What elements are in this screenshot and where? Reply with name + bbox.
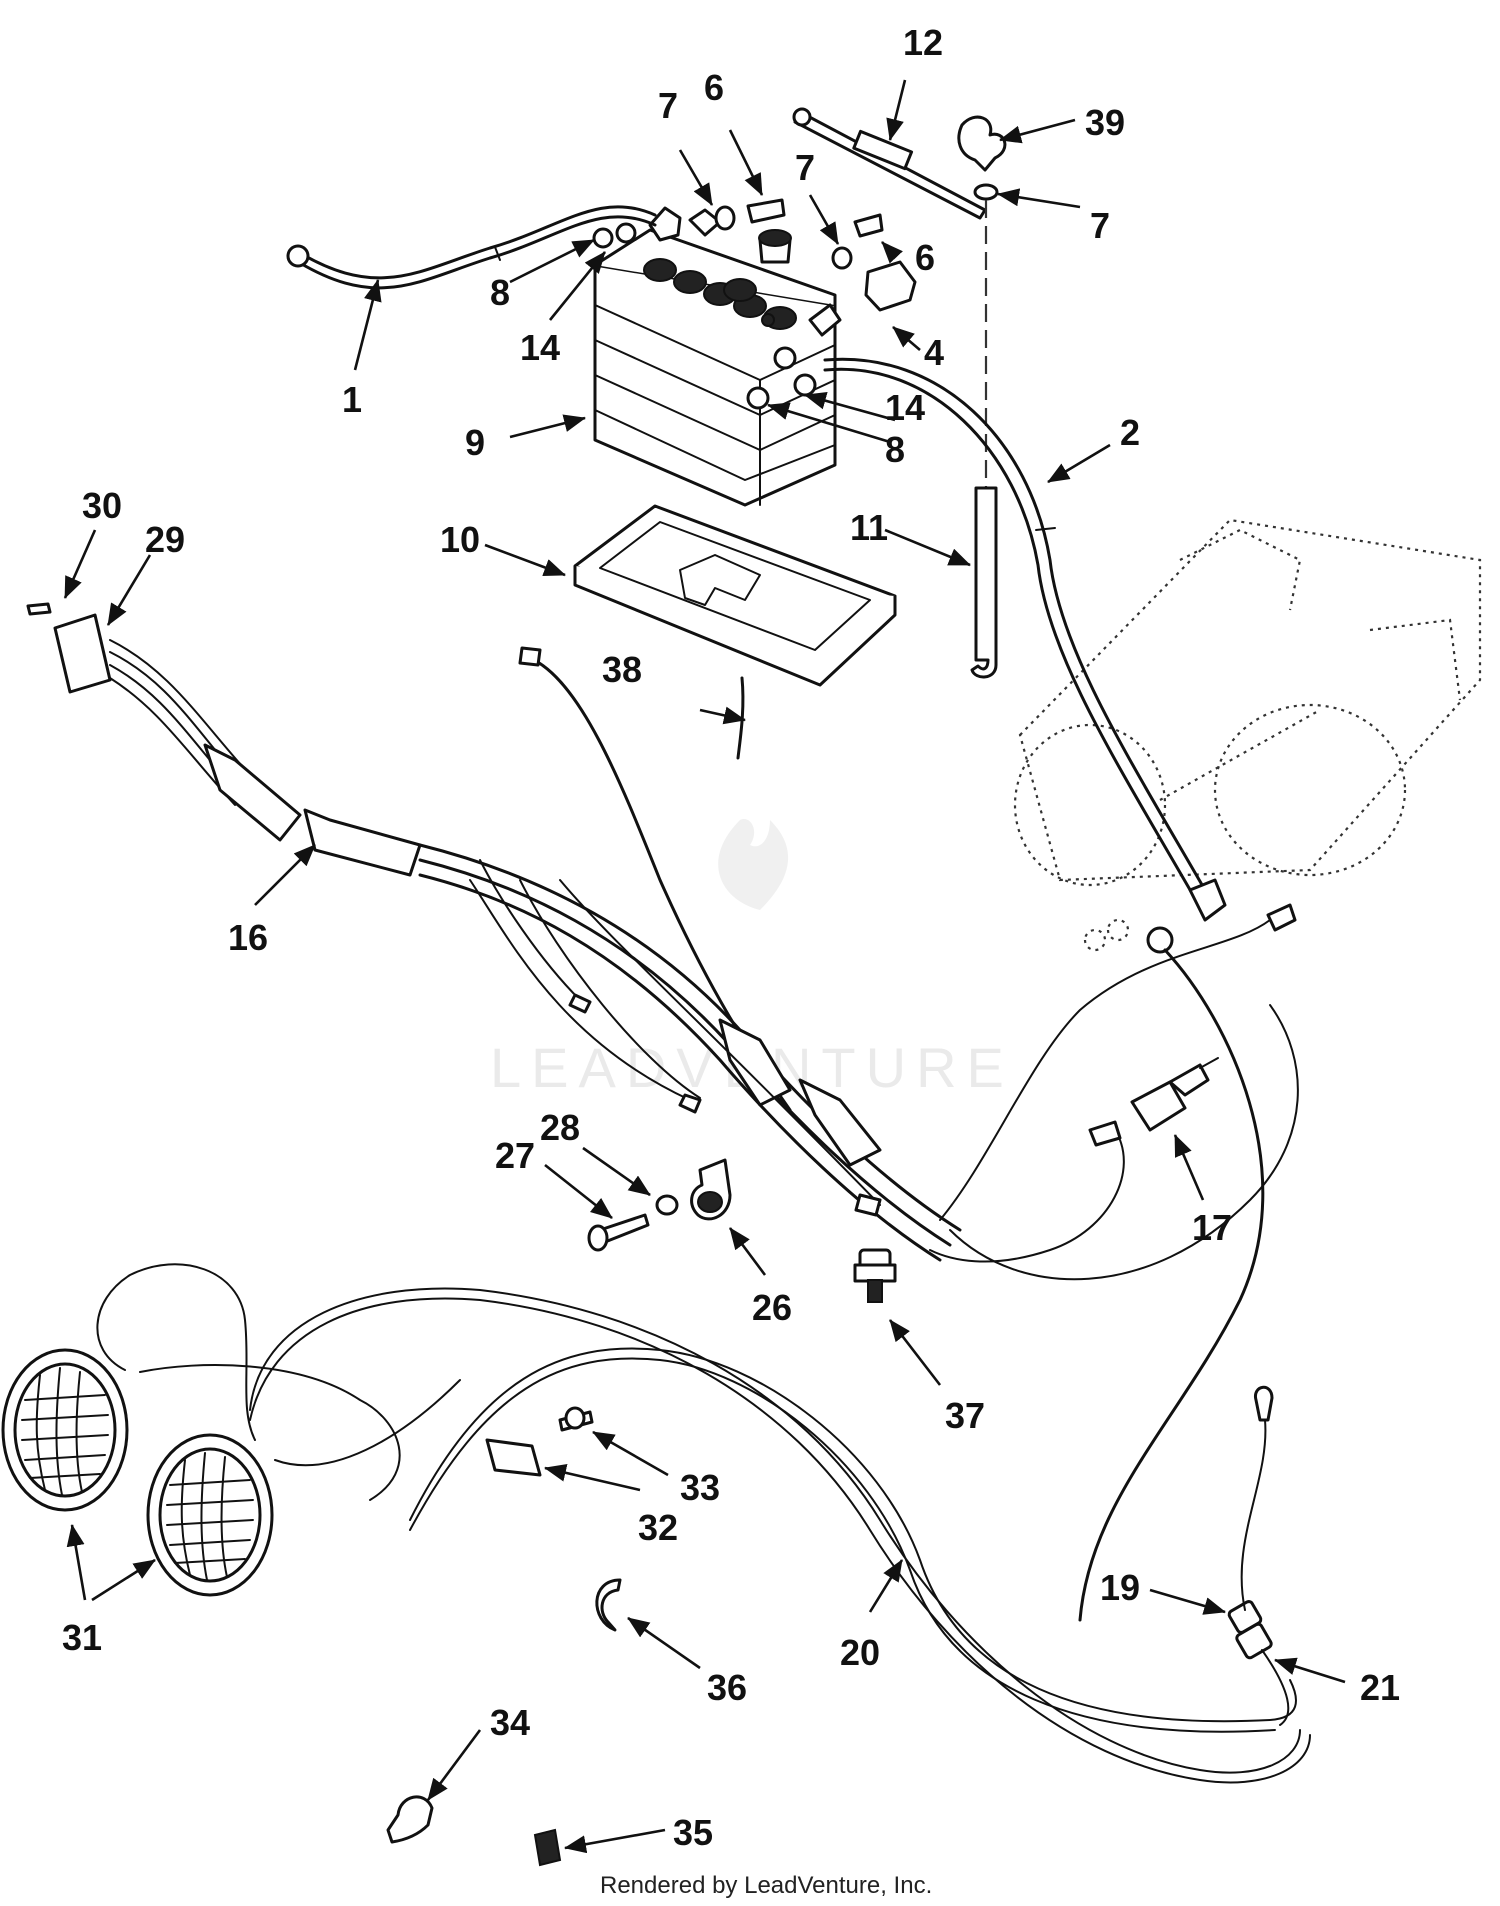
hold-down-strap (792, 107, 987, 220)
battery-cell-caps (643, 258, 797, 330)
harness-to-starter-wire (939, 919, 1271, 1221)
light-wire-2 (139, 1364, 401, 1501)
battery-tray (573, 504, 897, 687)
callout-20: 20 (840, 1632, 880, 1673)
starter-bolt (1266, 903, 1297, 932)
connector (1227, 1600, 1273, 1660)
callout-16: 16 (228, 917, 268, 958)
callout-7a: 7 (658, 85, 678, 126)
washer-28 (655, 1194, 679, 1216)
callout-37: 37 (945, 1395, 985, 1436)
wire-38-terminal (518, 646, 542, 667)
callout-8b: 8 (885, 429, 905, 470)
headlight-left (1, 1348, 129, 1512)
callout-33: 33 (680, 1467, 720, 1508)
clamp-body (697, 1191, 723, 1213)
positive-cable (823, 357, 1227, 922)
callout-27: 27 (495, 1135, 535, 1176)
callout-26: 26 (752, 1287, 792, 1328)
cable-clip (533, 1828, 562, 1867)
callout-38: 38 (602, 649, 642, 690)
callout-7c: 7 (1090, 205, 1110, 246)
starter-motor-outline (1013, 518, 1482, 887)
battery-hardware-right (746, 213, 884, 410)
switch-connector (1088, 1120, 1122, 1147)
callout-14b: 14 (885, 387, 925, 428)
leader-lines (63, 79, 1346, 1854)
callout-8a: 8 (490, 272, 510, 313)
footer-credit: Rendered by LeadVenture, Inc. (600, 1872, 932, 1899)
callout-labels: 1 2 4 6 6 7 7 7 8 8 9 10 11 12 14 14 16 … (62, 22, 1400, 1853)
callout-29: 29 (145, 519, 185, 560)
battery-hardware-left (592, 198, 786, 249)
washer-top (973, 183, 999, 201)
harness-to-switch-wire (949, 1004, 1299, 1281)
connector-to-harness (1261, 1649, 1290, 1726)
light-wire-loop (96, 1263, 256, 1441)
headlight-right (146, 1433, 274, 1597)
callout-11: 11 (850, 507, 888, 548)
callout-34: 34 (490, 1702, 530, 1743)
callout-7b: 7 (795, 147, 815, 188)
callout-14a: 14 (520, 327, 560, 368)
battery (593, 228, 837, 507)
connector-lead (1240, 1419, 1267, 1611)
starter-terminal (1146, 926, 1174, 954)
wing-nut (957, 115, 1007, 172)
callout-17: 17 (1192, 1207, 1232, 1248)
callout-19: 19 (1100, 1567, 1140, 1608)
light-wire-3 (274, 1379, 461, 1467)
callout-10: 10 (440, 519, 480, 560)
terminal-cover (864, 260, 917, 312)
callout-4: 4 (924, 332, 944, 373)
screw-33-head (564, 1406, 586, 1430)
callout-30: 30 (82, 485, 122, 526)
sensor (853, 1248, 897, 1303)
callout-6b: 6 (915, 237, 935, 278)
retaining-clip (595, 1578, 622, 1632)
callout-6a: 6 (704, 67, 724, 108)
callout-32: 32 (638, 1507, 678, 1548)
connector-ring (1254, 1385, 1274, 1422)
callout-1: 1 (342, 379, 362, 420)
callout-2: 2 (1120, 412, 1140, 453)
callout-31: 31 (62, 1617, 102, 1658)
callout-35: 35 (673, 1812, 713, 1853)
negative-cable (286, 205, 657, 290)
callout-21: 21 (1360, 1667, 1400, 1708)
switch (1130, 1057, 1219, 1132)
light-harness (249, 1287, 1311, 1784)
cable-clamp (386, 1795, 434, 1844)
starter-to-connector-wire (1078, 948, 1265, 1622)
switch-wire (929, 1129, 1125, 1263)
j-bolt (970, 486, 998, 679)
callout-28: 28 (540, 1107, 580, 1148)
mount-plate (485, 1438, 542, 1477)
bolt-27-head (587, 1224, 609, 1252)
starter-nuts (1083, 918, 1130, 952)
callout-9: 9 (465, 422, 485, 463)
callout-36: 36 (707, 1667, 747, 1708)
callout-12: 12 (903, 22, 943, 63)
callout-39: 39 (1085, 102, 1125, 143)
main-harness (26, 602, 962, 1262)
